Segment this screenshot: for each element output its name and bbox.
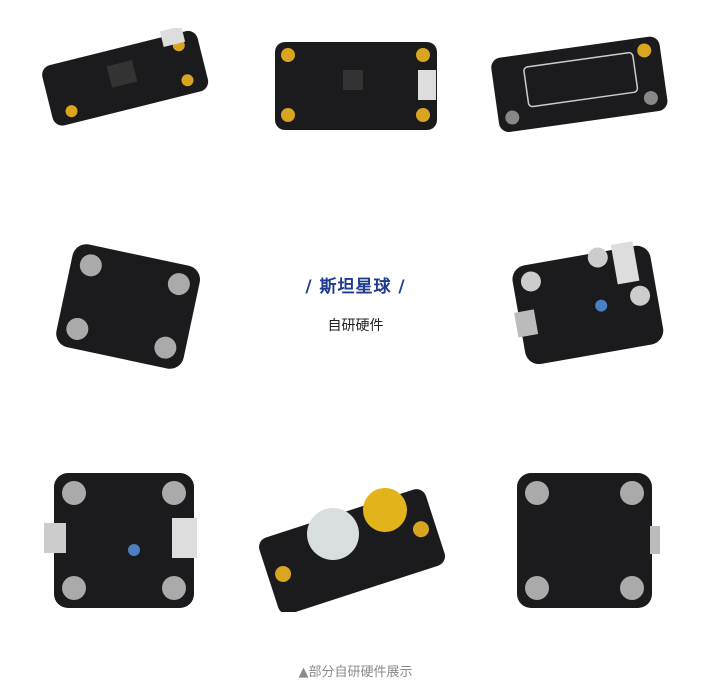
- brand-block: / 斯坦星球 / 自研硬件: [237, 272, 474, 335]
- product-image-7: [259, 488, 445, 612]
- product-image-2: [275, 42, 437, 130]
- product-image-1: [42, 28, 209, 126]
- figure-caption: ▲部分自研硬件展示: [298, 665, 413, 680]
- product-image-5: [512, 241, 664, 365]
- brand-title: / 斯坦星球 /: [305, 277, 406, 297]
- product-image-3: [491, 36, 668, 132]
- brand-subtitle: 自研硬件: [327, 318, 384, 334]
- product-image-4: [56, 244, 200, 369]
- product-image-6: [44, 473, 197, 608]
- product-image-8: [517, 473, 660, 608]
